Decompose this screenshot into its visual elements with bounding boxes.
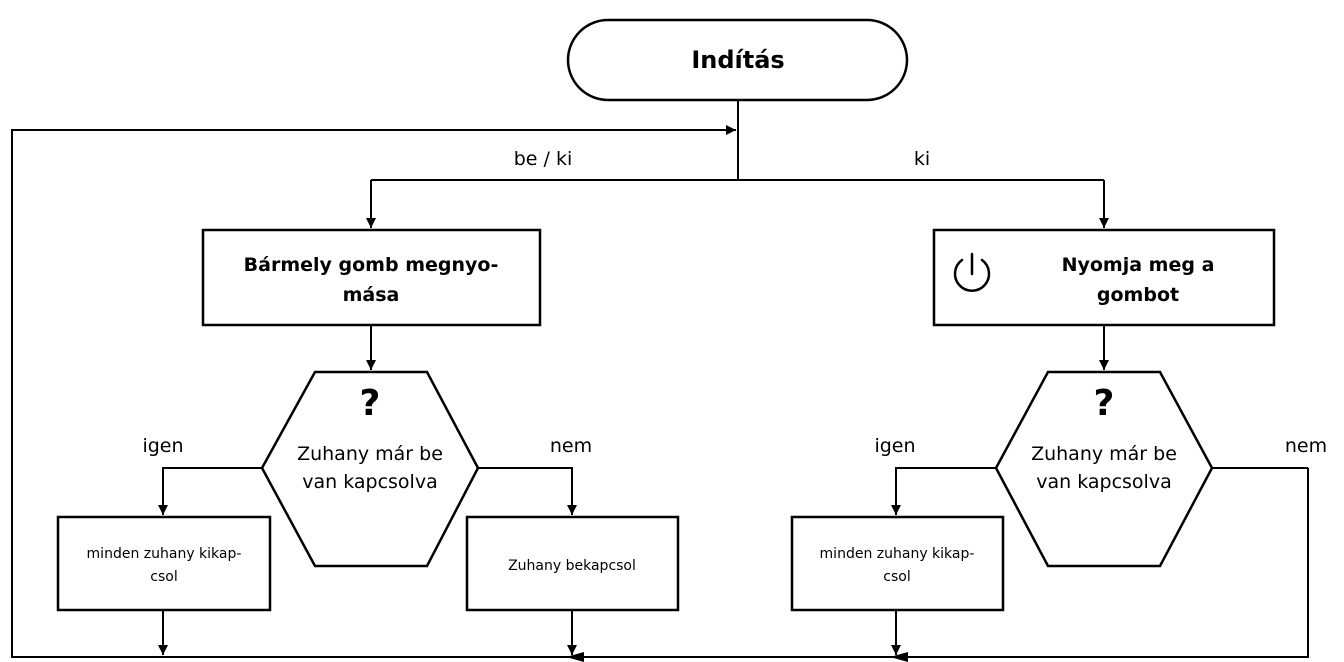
left-no-arrow — [478, 467, 577, 515]
right-decision-line2: van kapcsolva — [1036, 471, 1171, 493]
start-terminal: Indítás — [566, 18, 909, 102]
left-yes-label: igen — [142, 435, 183, 457]
right-yes-action-line1: minden zuhany kikap- — [820, 546, 975, 562]
right-decision-line1: Zuhany már be — [1031, 443, 1177, 465]
right-decision-symbol: ? — [1094, 383, 1115, 424]
left-decision-symbol: ? — [360, 383, 381, 424]
left-no-action-box: Zuhany bekapcsol — [465, 515, 680, 612]
right-yes-label: igen — [874, 435, 915, 457]
left-yes-action-box: minden zuhany kikap- csol — [56, 515, 272, 612]
left-yes-arrow — [158, 467, 262, 515]
right-action-line2: gombot — [1097, 284, 1179, 306]
left-action-line2: mása — [343, 284, 400, 306]
merge-arrowheads — [566, 652, 908, 662]
connectors — [11, 100, 1309, 658]
left-action-line1: Bármely gomb megnyo- — [244, 254, 499, 276]
left-action-box: Bármely gomb megnyo- mása — [201, 228, 542, 327]
right-branch-label: ki — [914, 148, 930, 170]
left-yes-action-line2: csol — [150, 569, 177, 585]
right-decision: ? Zuhany már be van kapcsolva — [994, 370, 1214, 568]
loop-back-line — [11, 125, 1309, 658]
start-label: Indítás — [691, 46, 784, 74]
left-decision-line1: Zuhany már be — [297, 443, 443, 465]
right-no-label: nem — [1285, 435, 1327, 457]
right-yes-action-line2: csol — [883, 569, 910, 585]
right-action-line1: Nyomja meg a — [1062, 254, 1215, 276]
left-decision-line2: van kapcsolva — [302, 471, 437, 493]
left-decision: ? Zuhany már be van kapcsolva — [260, 370, 480, 568]
left-no-label: nem — [550, 435, 592, 457]
left-branch-label: be / ki — [514, 148, 573, 170]
right-action-box: Nyomja meg a gombot — [932, 228, 1276, 327]
left-no-action-label: Zuhany bekapcsol — [508, 558, 636, 574]
power-icon — [953, 252, 991, 292]
right-yes-action-box: minden zuhany kikap- csol — [790, 515, 1005, 612]
left-yes-action-line1: minden zuhany kikap- — [87, 546, 242, 562]
right-yes-arrow — [891, 467, 996, 515]
